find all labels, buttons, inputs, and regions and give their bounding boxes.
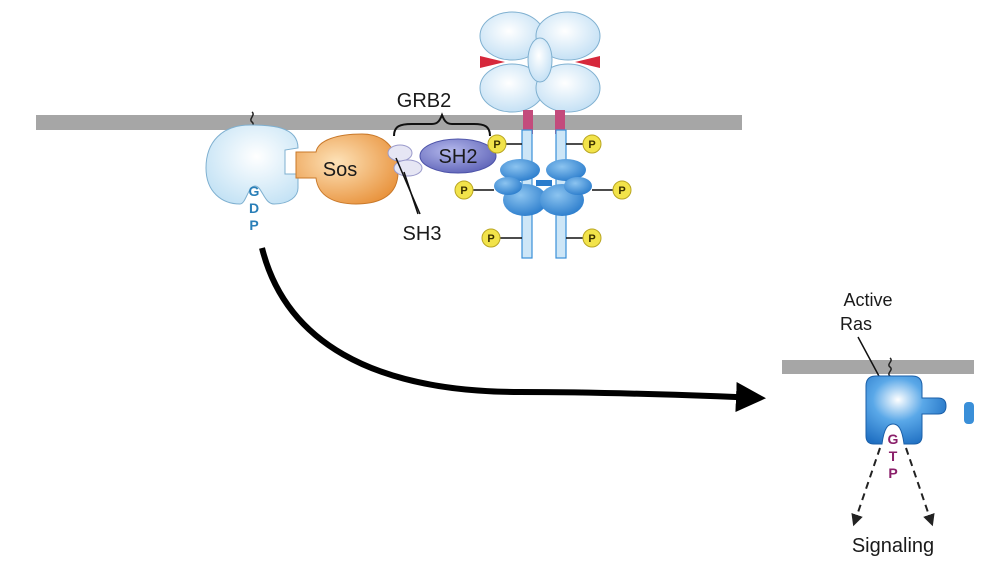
- phosphate-tethers: [473, 143, 614, 239]
- signaling-label: Signaling: [852, 535, 934, 557]
- active-ras-pointer: [857, 336, 881, 379]
- sh3-pointer-b: [403, 171, 419, 215]
- grb2-label: GRB2: [397, 90, 451, 112]
- svg-text:P: P: [493, 139, 500, 151]
- ras-active-shape: [865, 375, 947, 445]
- gdp-letter-p: P: [249, 217, 258, 233]
- grb2-brace: [393, 112, 491, 137]
- sh2-domain: [419, 138, 497, 174]
- ligand-left: [480, 56, 505, 68]
- receptor-tm-left: [523, 110, 533, 134]
- active-ras-label-line2: Ras: [840, 314, 872, 334]
- gdp-letter-g: G: [249, 183, 260, 199]
- svg-text:P: P: [460, 185, 467, 197]
- sos-label: Sos: [323, 159, 357, 181]
- receptor-extracellular: [479, 11, 601, 113]
- svg-text:P: P: [588, 233, 595, 245]
- svg-text:P: P: [618, 185, 625, 197]
- sh2-label: SH2: [439, 146, 478, 168]
- receptor-kinase-domains: [494, 159, 592, 216]
- membrane-segment-right: [782, 360, 974, 374]
- sh3-domain-upper: [387, 144, 413, 162]
- active-ras-lipid-anchor: [888, 357, 892, 377]
- active-ras-label-line1: Active: [843, 290, 892, 310]
- svg-text:P: P: [487, 233, 494, 245]
- sh3-domain-lower: [393, 159, 423, 177]
- ras-effector-stub: [964, 402, 974, 424]
- ligand-right: [575, 56, 600, 68]
- gtp-letter-t: T: [889, 448, 898, 464]
- svg-text:P: P: [588, 139, 595, 151]
- activation-arrow: [259, 247, 766, 413]
- receptor-tm-right: [555, 110, 565, 134]
- ras-inactive-shape: [205, 124, 299, 205]
- gdp-letter-d: D: [249, 200, 259, 216]
- sh3-label: SH3: [403, 223, 442, 245]
- signaling-arrow-right: [905, 447, 935, 527]
- gtp-letter-g: G: [888, 431, 899, 447]
- gtp-letter-p: P: [888, 465, 897, 481]
- plasma-membrane: [36, 115, 742, 130]
- phosphate-group: P P P P P P: [454, 134, 632, 248]
- signaling-arrow-left: [851, 447, 881, 527]
